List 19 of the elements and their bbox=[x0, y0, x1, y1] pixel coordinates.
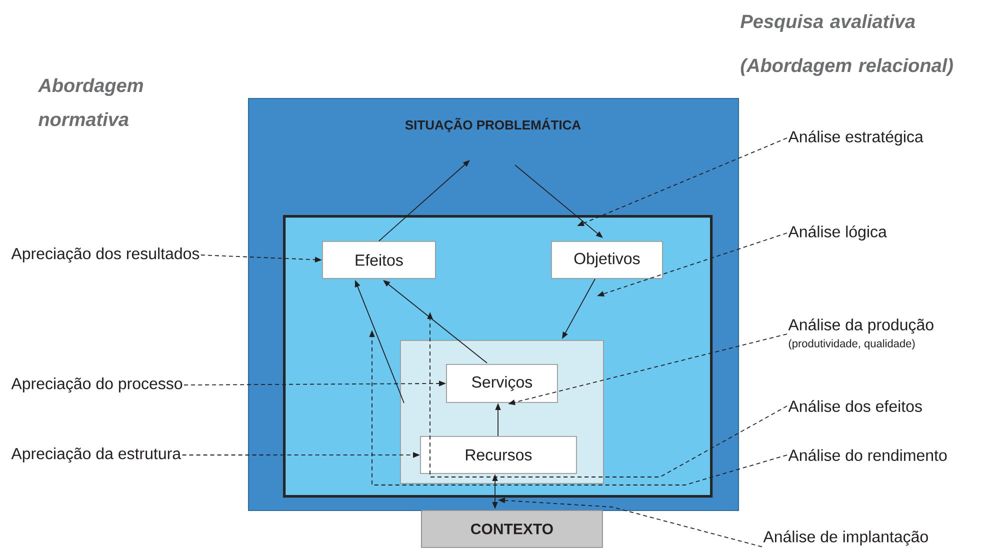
resources-box: Recursos bbox=[420, 436, 577, 474]
annotation-text: Análise lógica bbox=[788, 225, 887, 241]
annotation-text: Análise dos efeitos bbox=[788, 400, 922, 412]
arrow bbox=[378, 160, 470, 242]
effects-box: Efeitos bbox=[322, 241, 436, 279]
annotation-text: Análise da produção (produtividade, qualidade) bbox=[788, 318, 934, 350]
services-box: Serviços bbox=[446, 364, 558, 403]
context-box: CONTEXTO bbox=[421, 510, 603, 548]
annotation-text: Análise estratégica bbox=[788, 130, 924, 146]
annotation-text: Análise de implantação bbox=[763, 530, 928, 546]
annotation-text: Apreciação dos resultados bbox=[11, 248, 200, 262]
heading: Abordagem normativa bbox=[38, 78, 143, 126]
annotation-text: Apreciação da estrutura bbox=[11, 448, 182, 462]
annotation-text: Apreciação do processo bbox=[11, 378, 182, 392]
arrow bbox=[514, 164, 603, 238]
annotation-text: Análise do rendimento bbox=[788, 449, 947, 461]
objectives-box: Objetivos bbox=[551, 241, 663, 279]
heading: (Abordagem relacional) bbox=[740, 58, 953, 76]
heading: Pesquisa avaliativa bbox=[740, 14, 915, 32]
